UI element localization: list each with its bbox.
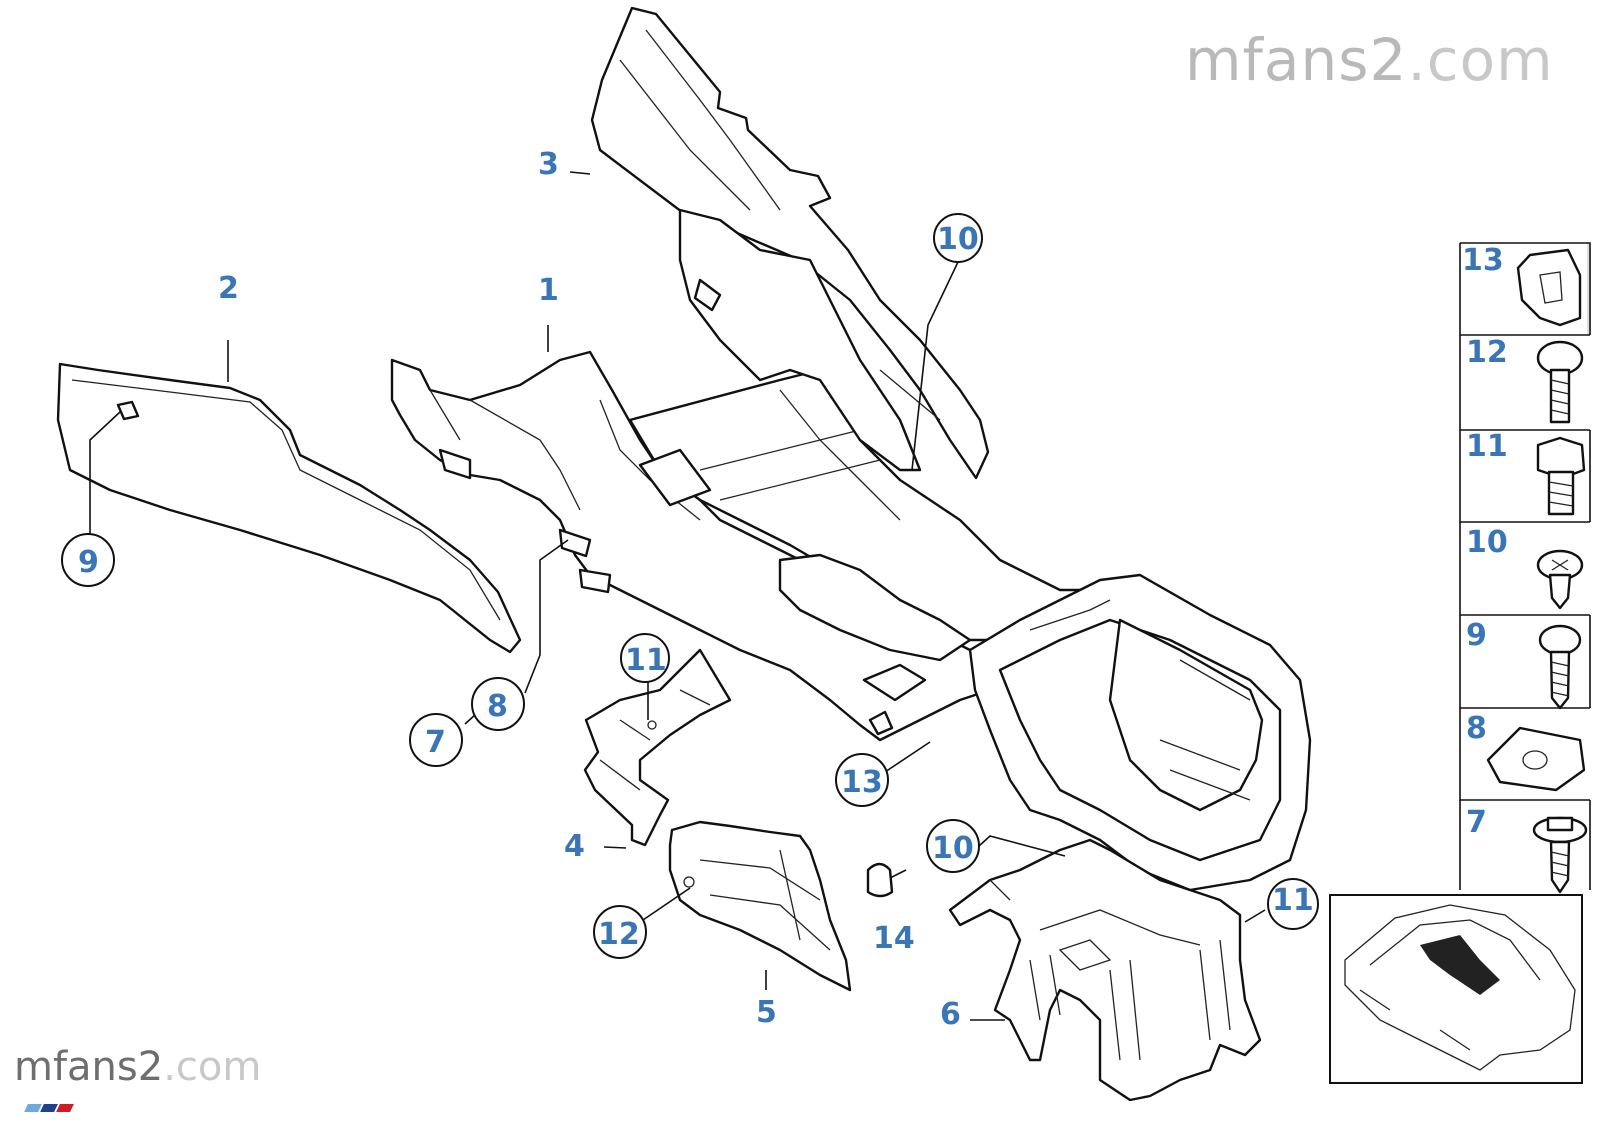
callout-circles — [61, 213, 1319, 959]
callout-10-bottom: 10 — [932, 831, 974, 866]
callout-4: 4 — [564, 829, 585, 864]
callout-9: 9 — [78, 545, 99, 580]
hardware-label-7: 7 — [1466, 805, 1487, 840]
callout-2: 2 — [218, 271, 239, 306]
part-plug-14 — [866, 862, 894, 898]
callout-13: 13 — [841, 765, 883, 800]
callout-8: 8 — [487, 689, 508, 724]
hardware-label-12: 12 — [1466, 335, 1508, 370]
hardware-panel: 13 12 11 10 9 8 7 — [1459, 242, 1591, 894]
watermark-top-text: mfans2 — [1185, 26, 1408, 94]
watermark-top: mfans2.com — [1185, 26, 1554, 94]
callout-11-right: 11 — [1272, 883, 1314, 918]
part-centre-console — [390, 208, 1312, 892]
watermark-bottom: mfans2.com — [14, 1044, 261, 1090]
callout-7: 7 — [425, 725, 446, 760]
callout-14: 14 — [873, 921, 915, 956]
callout-10-top: 10 — [937, 222, 979, 257]
clip-nut-icon — [1516, 248, 1582, 327]
callout-5: 5 — [756, 995, 777, 1030]
callout-1: 1 — [538, 273, 559, 308]
part-trim-5 — [668, 820, 852, 992]
part-carrier-6 — [948, 838, 1262, 1102]
watermark-top-suffix: .com — [1407, 26, 1554, 94]
flange-screw-icon — [1532, 816, 1588, 894]
hardware-label-10: 10 — [1466, 525, 1508, 560]
callout-11-left: 11 — [625, 643, 667, 678]
screw-icon — [1536, 340, 1584, 424]
hardware-label-9: 9 — [1466, 618, 1487, 653]
watermark-bottom-text: mfans2 — [14, 1044, 164, 1090]
hardware-label-8: 8 — [1466, 711, 1487, 746]
hex-bolt-icon — [1536, 436, 1586, 516]
tapping-screw-icon — [1538, 624, 1582, 710]
callout-3: 3 — [538, 147, 559, 182]
spring-nut-icon — [1486, 726, 1586, 792]
watermark-bottom-suffix: .com — [163, 1044, 262, 1090]
hardware-label-11: 11 — [1466, 429, 1508, 464]
sheet-metal-screw-icon — [1536, 549, 1584, 610]
car-inset — [1329, 894, 1583, 1084]
hardware-label-13: 13 — [1462, 243, 1504, 278]
part-side-panel — [56, 362, 522, 654]
callout-12: 12 — [598, 917, 640, 952]
callout-6: 6 — [940, 997, 961, 1032]
part-bracket-4 — [583, 648, 732, 847]
